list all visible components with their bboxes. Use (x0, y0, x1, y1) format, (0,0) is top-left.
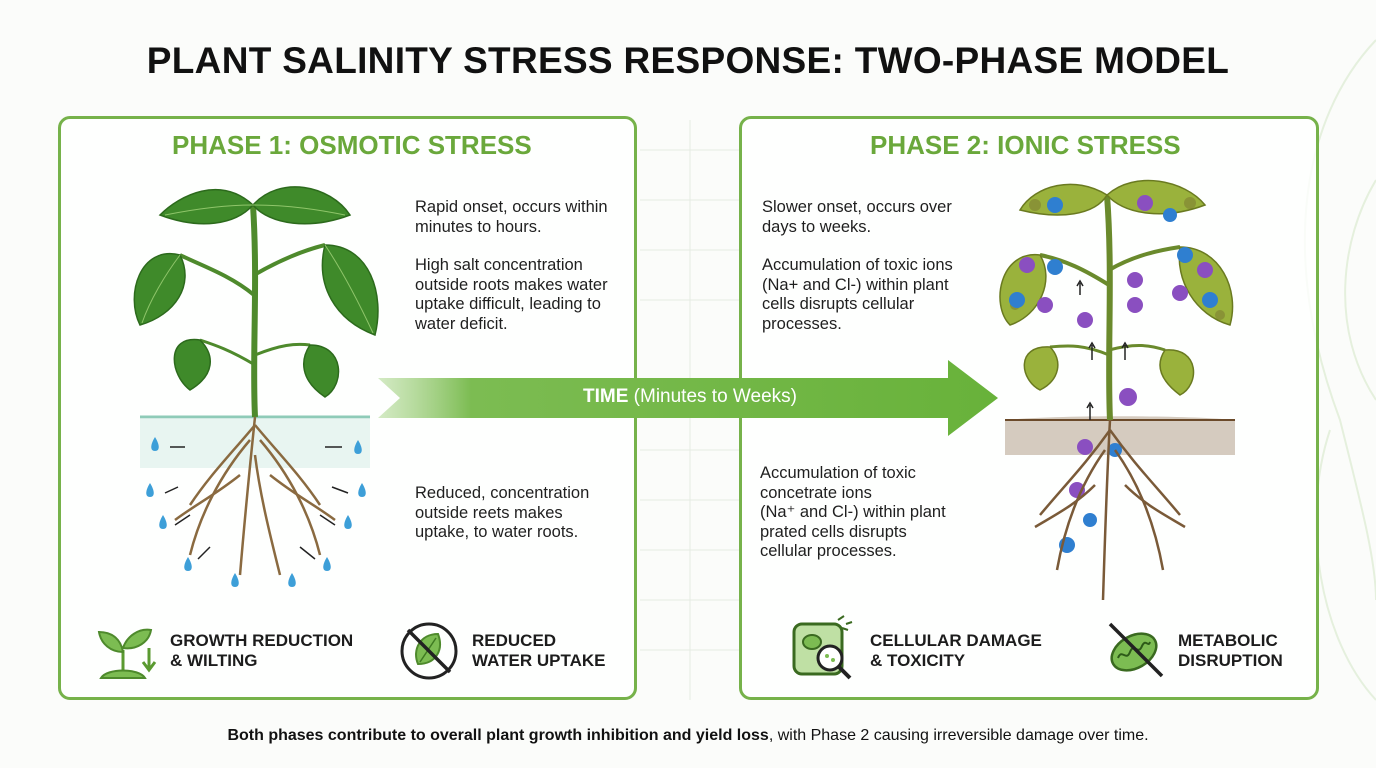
damaged-cell-magnifier-icon (792, 615, 853, 680)
label-line: WATER UPTAKE (472, 651, 606, 670)
metabolic-disruption-label: METABOLIC DISRUPTION (1178, 631, 1283, 671)
cellular-damage-label: CELLULAR DAMAGE & TOXICITY (870, 631, 1042, 671)
label-line: GROWTH REDUCTION (170, 631, 354, 650)
healthy-plant-illustration (133, 186, 379, 587)
phase-1-mechanism-text: High salt concentration outside roots ma… (415, 256, 608, 334)
phase-2-roots-text: Accumulation of toxic concetrate ions (N… (760, 464, 946, 562)
label-line: METABOLIC (1178, 631, 1278, 650)
phase-1-title: PHASE 1: OSMOTIC STRESS (172, 130, 532, 160)
text-line: concetrate ions (760, 483, 872, 502)
time-arrow (378, 360, 998, 436)
text-line: minutes to hours. (415, 217, 542, 236)
crossed-mitochondrion-icon (1108, 622, 1164, 678)
phase-1-onset-text: Rapid onset, occurs within minutes to ho… (415, 198, 608, 237)
time-label-bold: TIME (583, 386, 629, 407)
growth-reduction-label: GROWTH REDUCTION & WILTING (170, 631, 353, 671)
text-line: Accumulation of toxic (760, 464, 916, 482)
text-line: processes. (762, 314, 842, 333)
stressed-plant-illustration (999, 179, 1235, 601)
text-line: (Na+ and Cl-) within plant (762, 275, 949, 294)
text-line: outside reets makes (415, 503, 563, 522)
label-line: & WILTING (170, 651, 258, 670)
text-line: (Na⁺ and Cl-) within plant (760, 503, 946, 521)
text-line: uptake difficult, leading to (415, 295, 601, 313)
text-line: outside roots makes water (415, 275, 608, 294)
time-label-range: (Minutes to Weeks) (633, 386, 797, 407)
phase-2-mechanism-text: Accumulation of toxic ions (Na+ and Cl-)… (762, 256, 953, 334)
text-line: Reduced, concentration (415, 484, 590, 502)
text-line: water deficit. (415, 314, 508, 333)
text-line: cellular processes. (760, 542, 897, 560)
seedling-down-arrow-icon (97, 628, 157, 679)
phase-2-title: PHASE 2: IONIC STRESS (870, 130, 1181, 160)
text-line: prated cells disrupts (760, 522, 907, 541)
text-line: Accumulation of toxic ions (762, 256, 953, 274)
label-line: REDUCED (472, 631, 557, 650)
footer-bold-text: Both phases contribute to overall plant … (227, 727, 769, 744)
footer-summary: Both phases contribute to overall plant … (0, 727, 1376, 745)
text-line: Slower onset, occurs over (762, 198, 952, 216)
text-line: days to weeks. (762, 217, 872, 236)
label-line: CELLULAR DAMAGE (870, 631, 1042, 650)
phase-1-roots-text: Reduced, concentration outside reets mak… (415, 484, 589, 543)
text-line: High salt concentration (415, 256, 583, 274)
label-line: DISRUPTION (1178, 651, 1283, 670)
water-drop-icons (146, 437, 366, 587)
crossed-leaf-icon (400, 622, 458, 680)
label-line: & TOXICITY (870, 651, 966, 670)
footer-rest-text: , with Phase 2 causing irreversible dama… (768, 727, 1149, 744)
ion-particles (1009, 195, 1218, 553)
phase-2-onset-text: Slower onset, occurs over days to weeks. (762, 198, 952, 237)
page-title: PLANT SALINITY STRESS RESPONSE: TWO-PHAS… (146, 40, 1230, 81)
text-line: Rapid onset, occurs within (415, 198, 608, 216)
time-arrow-label: TIME (Minutes to Weeks) (540, 386, 840, 408)
text-line: cells disrupts cellular (762, 295, 915, 313)
reduced-water-uptake-label: REDUCED WATER UPTAKE (472, 631, 605, 671)
text-line: uptake, to water roots. (415, 523, 579, 541)
